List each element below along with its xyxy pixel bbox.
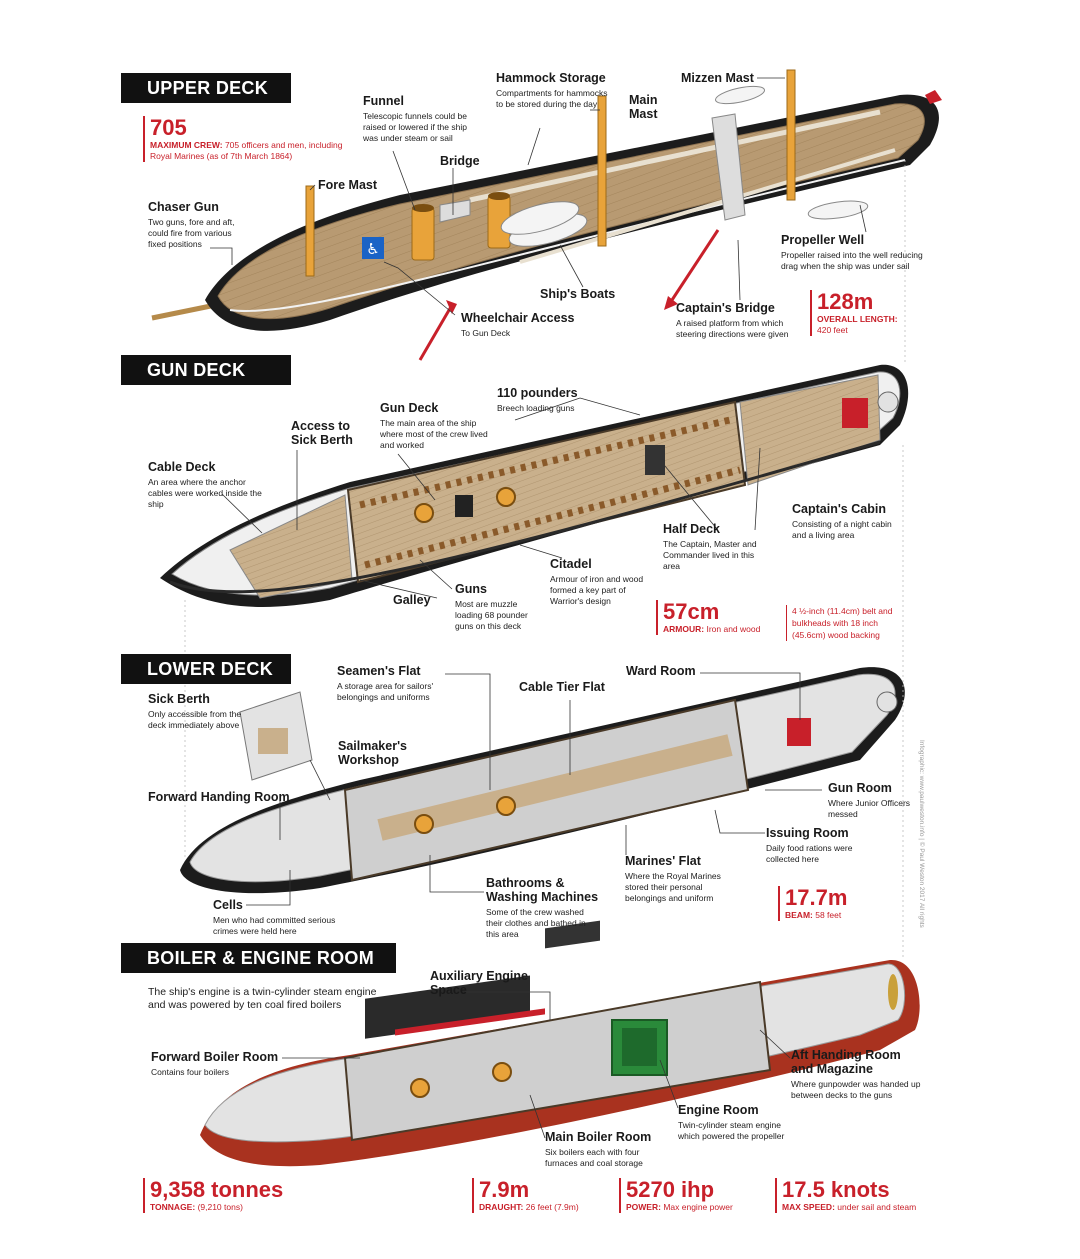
label-cable-deck: Cable Deck An area where the anchor cabl… [148, 460, 262, 509]
stat-draught: 7.9m DRAUGHT: 26 feet (7.9m) [472, 1178, 619, 1213]
boiler-intro: The ship's engine is a twin-cylinder ste… [148, 986, 377, 1011]
stat-crew: 705 MAXIMUM CREW: 705 officers and men, … [143, 116, 350, 162]
label-bridge: Bridge [440, 154, 480, 168]
stat-crew-label: MAXIMUM CREW: [150, 140, 223, 150]
label-citadel: Citadel Armour of iron and wood formed a… [550, 557, 644, 606]
label-mizzen-mast: Mizzen Mast [681, 71, 754, 85]
gun-deck-ship [160, 364, 909, 607]
stat-speed-label: MAX SPEED: [782, 1202, 835, 1212]
credit-text: Infographic: www.paulweston.info | © Pau… [918, 740, 925, 928]
label-aft-handing-room: Aft Handing Room and Magazine Where gunp… [791, 1048, 921, 1100]
label-seamens-flat: Seamen's Flat A storage area for sailors… [337, 664, 434, 702]
stat-length-detail: 420 feet [817, 325, 848, 335]
stat-crew-value: 705 [150, 115, 187, 140]
stat-power-detail: Max engine power [663, 1202, 733, 1212]
stat-armour-detail: Iron and wood [706, 624, 761, 634]
label-hammock-storage: Hammock Storage Compartments for hammock… [496, 71, 608, 109]
label-cable-tier-flat: Cable Tier Flat [519, 680, 605, 694]
stat-armour: 57cm ARMOUR: Iron and wood [656, 600, 783, 635]
stat-beam: 17.7m BEAM: 58 feet [778, 886, 885, 921]
label-gun-room: Gun Room Where Junior Officers messed [828, 781, 911, 819]
label-galley: Galley [393, 593, 431, 607]
label-cells: Cells Men who had committed serious crim… [213, 898, 336, 936]
stat-draught-value: 7.9m [479, 1177, 530, 1202]
stat-tonnage-label: TONNAGE: [150, 1202, 196, 1212]
label-issuing-room: Issuing Room Daily food rations were col… [766, 826, 853, 864]
label-main-boiler-room: Main Boiler Room Six boilers each with f… [545, 1130, 652, 1168]
label-fore-mast: Fore Mast [318, 178, 378, 192]
label-forward-boiler-room: Forward Boiler Room Contains four boiler… [151, 1050, 279, 1077]
label-funnel: Funnel Telescopic funnels could be raise… [363, 94, 467, 143]
stat-length-value: 128m [817, 289, 874, 314]
label-sailmakers-workshop: Sailmaker's Workshop [338, 739, 407, 767]
stat-crew-detail: 705 officers and men, including Royal Ma… [150, 140, 343, 161]
stat-power-value: 5270 ihp [626, 1177, 715, 1202]
stat-armour-value: 57cm [663, 599, 720, 624]
stat-draught-label: DRAUGHT: [479, 1202, 524, 1212]
stat-speed-value: 17.5 knots [782, 1177, 890, 1202]
label-bathrooms: Bathrooms & Washing Machines Some of the… [486, 876, 599, 939]
label-captains-bridge: Captain's Bridge A raised platform from … [676, 301, 789, 339]
stat-draught-detail: 26 feet (7.9m) [525, 1202, 579, 1212]
stat-length: 128m OVERALL LENGTH: 420 feet [810, 290, 937, 336]
stat-power-label: POWER: [626, 1202, 661, 1212]
label-forward-handing-room: Forward Handing Room [148, 790, 290, 804]
label-guns: Guns Most are muzzle loading 68 pounder … [455, 582, 528, 631]
stat-speed: 17.5 knots MAX SPEED: under sail and ste… [775, 1178, 962, 1213]
leader-lines [210, 77, 867, 1139]
upper-deck-ship: ♿ [151, 69, 942, 361]
label-chaser-gun: Chaser Gun Two guns, fore and aft, could… [148, 200, 235, 249]
svg-text:♿: ♿ [366, 240, 379, 258]
label-gun-deck: Gun Deck The main area of the ship where… [380, 401, 488, 450]
lower-deck-ship [180, 667, 905, 894]
stat-power: 5270 ihp POWER: Max engine power [619, 1178, 771, 1213]
label-ward-room: Ward Room [626, 664, 696, 678]
label-auxiliary-engine-space: Auxiliary Engine Space [430, 969, 528, 997]
label-engine-room: Engine Room Twin-cylinder steam engine w… [678, 1103, 785, 1141]
boiler-room-ship [200, 920, 920, 1167]
label-main-mast: Main Mast [629, 93, 658, 121]
stat-beam-label: BEAM: [785, 910, 813, 920]
label-marines-flat: Marines' Flat Where the Royal Marines st… [625, 854, 721, 903]
label-wheelchair-access: Wheelchair Access To Gun Deck [461, 311, 575, 338]
label-ships-boats: Ship's Boats [540, 287, 616, 301]
label-110-pounders: 110 pounders Breech loading guns [497, 386, 578, 413]
stat-beam-value: 17.7m [785, 885, 848, 910]
stat-speed-detail: under sail and steam [837, 1202, 917, 1212]
section-header-gun-deck: GUN DECK [121, 355, 291, 385]
label-half-deck: Half Deck The Captain, Master and Comman… [663, 522, 757, 571]
stat-tonnage-detail: (9,210 tons) [197, 1202, 243, 1212]
stat-tonnage: 9,358 tonnes TONNAGE: (9,210 tons) [143, 1178, 450, 1213]
label-sick-berth: Sick Berth Only accessible from the deck… [148, 692, 242, 730]
section-header-boiler-room: BOILER & ENGINE ROOM [121, 943, 396, 973]
stat-length-label: OVERALL LENGTH: [817, 314, 898, 324]
stat-beam-detail: 58 feet [815, 910, 842, 920]
label-propeller-well: Propeller Well Propeller raised into the… [781, 233, 923, 271]
section-header-lower-deck: LOWER DECK [121, 654, 291, 684]
stat-tonnage-value: 9,358 tonnes [150, 1177, 284, 1202]
label-captains-cabin: Captain's Cabin Consisting of a night ca… [792, 502, 892, 540]
label-access-sick-berth: Access to Sick Berth [291, 419, 353, 447]
stat-armour-label: ARMOUR: [663, 624, 705, 634]
section-header-upper-deck: UPPER DECK [121, 73, 291, 103]
armour-note: 4 ½-inch (11.4cm) belt and bulkheads wit… [786, 605, 912, 641]
